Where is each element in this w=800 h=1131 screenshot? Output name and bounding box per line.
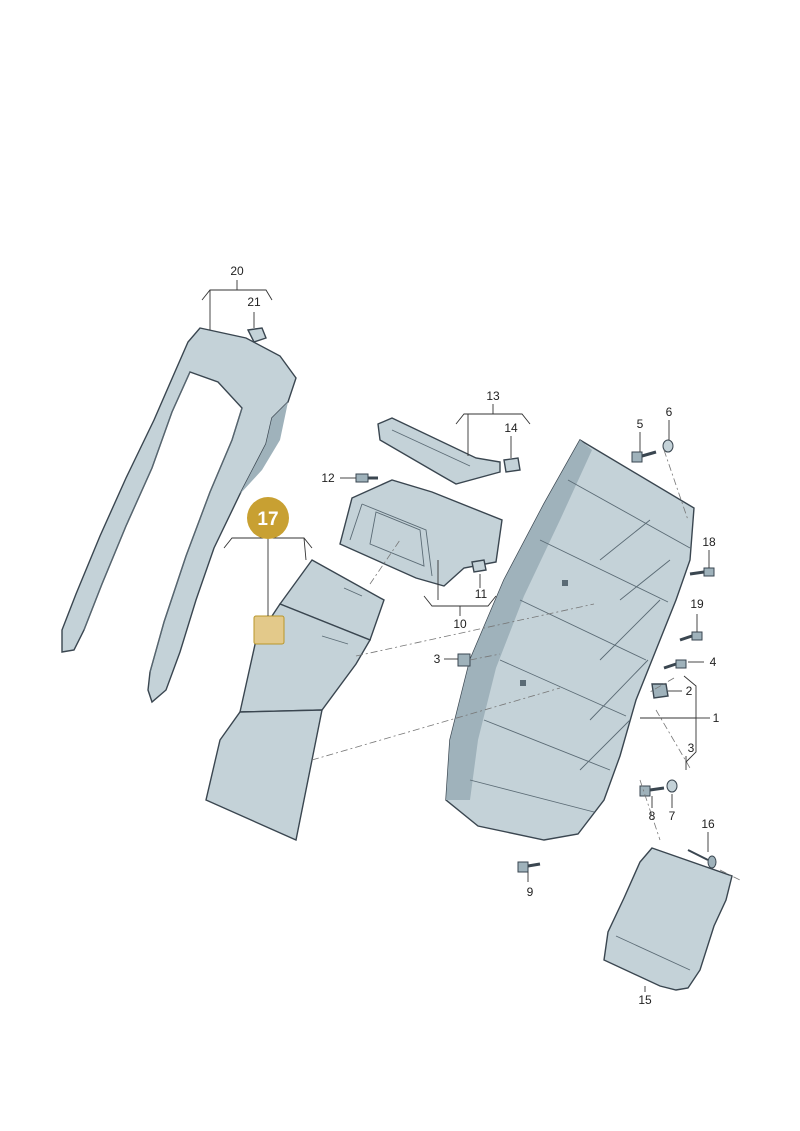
- callout-19: 19: [690, 597, 704, 611]
- bracket-part-10: [339, 479, 503, 587]
- callout-15: 15: [638, 993, 652, 1007]
- rail-part-13: [377, 417, 501, 485]
- callout-12: 12: [321, 471, 335, 485]
- callout-2: 2: [686, 684, 693, 698]
- callout-16: 16: [701, 817, 715, 831]
- callout-21: 21: [247, 295, 261, 309]
- callout-13: 13: [486, 389, 500, 403]
- clip-part-21: [246, 327, 267, 343]
- cover-panels-part-17: [205, 559, 385, 841]
- clip-part-14: [503, 457, 521, 473]
- callout-6: 6: [666, 405, 673, 419]
- cover-part-15: [603, 847, 733, 991]
- callouts: 20 21 13 14 12 5 6 18 11 10 19 4 3 2 1 3…: [230, 264, 719, 1007]
- screw-part-12: [355, 473, 378, 483]
- callout-18: 18: [702, 535, 716, 549]
- trim-frame-part-20: [61, 327, 297, 704]
- callout-14: 14: [504, 421, 518, 435]
- clip-part-11: [471, 559, 487, 573]
- callout-9: 9: [527, 885, 534, 899]
- callout-11: 11: [475, 587, 488, 601]
- fasteners: [457, 439, 717, 873]
- badge-label: 17: [257, 509, 278, 530]
- callout-10: 10: [453, 617, 467, 631]
- callout-3-left: 3: [434, 652, 441, 666]
- housing-part-1: [445, 439, 695, 841]
- highlight-badge-17[interactable]: 17: [247, 497, 289, 539]
- callout-20: 20: [230, 264, 244, 278]
- highlight-marker: [253, 615, 285, 645]
- callout-3-right: 3: [688, 741, 695, 755]
- callout-1: 1: [713, 711, 720, 725]
- callout-8: 8: [649, 809, 656, 823]
- callout-4: 4: [710, 655, 717, 669]
- callout-7: 7: [669, 809, 676, 823]
- alignment-lines: [311, 449, 741, 881]
- callout-5: 5: [637, 417, 644, 431]
- badge-circle: [247, 497, 289, 539]
